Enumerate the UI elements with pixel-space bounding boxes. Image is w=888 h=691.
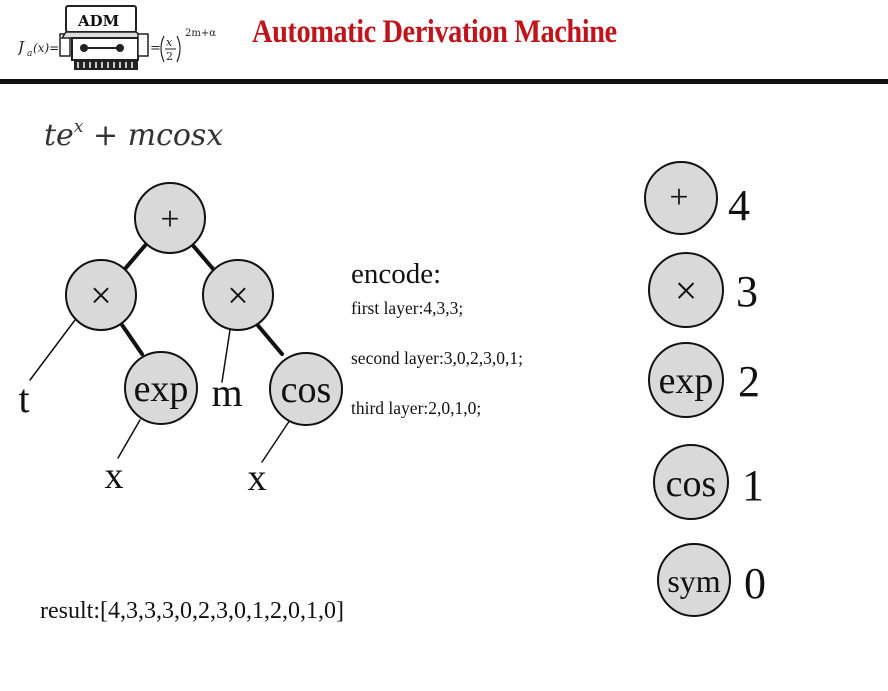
legend-code-times: 3 bbox=[736, 267, 758, 316]
legend-code-sym: 0 bbox=[744, 559, 766, 608]
adm-logo: J a (x)= ADM = x 2 2m+α bbox=[18, 5, 216, 70]
legend-node-times bbox=[648, 252, 724, 328]
legend-label-times: × bbox=[675, 268, 698, 313]
formula-part1: te bbox=[44, 118, 74, 153]
edge-exp-x bbox=[117, 419, 141, 459]
header-divider bbox=[0, 79, 888, 84]
expression-formula: tex + mcosx bbox=[44, 117, 224, 153]
node-times-left-label: × bbox=[90, 275, 111, 317]
logo-formula-sub: a bbox=[27, 49, 32, 59]
header: J a (x)= ADM = x 2 2m+α Automatic Deriva… bbox=[0, 0, 888, 86]
legend-label-cos: cos bbox=[666, 463, 717, 505]
edge-cos-x bbox=[261, 419, 291, 463]
node-cos bbox=[269, 352, 343, 426]
svg-text:=: = bbox=[150, 41, 161, 56]
legend-label-exp: exp bbox=[659, 360, 714, 402]
logo-formula-num: x bbox=[166, 36, 173, 49]
node-plus bbox=[134, 182, 206, 254]
legend-code-cos: 1 bbox=[742, 461, 764, 510]
leaf-t: t bbox=[18, 376, 29, 421]
legend-label-plus: + bbox=[669, 179, 688, 216]
node-times-left bbox=[65, 259, 137, 331]
logo-formula-left: J bbox=[18, 38, 25, 56]
edge-left-t bbox=[29, 319, 76, 381]
result-text: result:[4,3,3,3,0,2,3,0,1,2,0,1,0] bbox=[40, 598, 344, 624]
logo-text: ADM bbox=[77, 12, 119, 30]
legend-node-sym bbox=[657, 543, 731, 617]
legend-node-plus bbox=[644, 161, 718, 235]
encode-title: encode: bbox=[351, 258, 442, 290]
first-layer-text: first layer:4,3,3; bbox=[351, 298, 464, 318]
node-exp-label: exp bbox=[134, 368, 189, 410]
expression-tree: + × × exp cos t m x x bbox=[18, 182, 343, 499]
leaf-x-exp: x bbox=[105, 455, 124, 497]
legend-code-plus: 4 bbox=[728, 181, 750, 230]
second-layer-text: second layer:3,0,2,3,0,1; bbox=[351, 348, 524, 368]
logo-formula-exp: 2m+α bbox=[185, 28, 216, 39]
third-layer-text: third layer:2,0,1,0; bbox=[351, 398, 482, 418]
formula-exponent: x bbox=[73, 117, 84, 137]
logo-formula-den: 2 bbox=[166, 50, 173, 63]
legend-code-exp: 2 bbox=[738, 357, 760, 406]
legend-node-exp bbox=[648, 342, 724, 418]
encoding-legend: + × exp cos sym 4 3 2 1 0 bbox=[644, 161, 766, 617]
logo-formula-arg: (x)= bbox=[33, 41, 59, 55]
formula-part2: + mcosx bbox=[83, 118, 224, 153]
edge-left-exp bbox=[118, 320, 144, 356]
edge-right-cos bbox=[253, 320, 284, 356]
node-exp bbox=[124, 351, 198, 425]
legend-label-sym: sym bbox=[667, 563, 720, 599]
page-title: Automatic Derivation Machine bbox=[252, 14, 617, 50]
node-times-right-label: × bbox=[227, 275, 248, 317]
edge-root-left bbox=[122, 240, 150, 272]
node-plus-label: + bbox=[160, 201, 179, 238]
legend-node-cos bbox=[653, 444, 729, 520]
edge-root-right bbox=[188, 240, 216, 272]
edge-right-m bbox=[221, 329, 231, 383]
leaf-m: m bbox=[211, 370, 242, 415]
leaf-x-cos: x bbox=[248, 457, 267, 499]
node-times-right bbox=[202, 259, 274, 331]
node-cos-label: cos bbox=[281, 369, 332, 411]
